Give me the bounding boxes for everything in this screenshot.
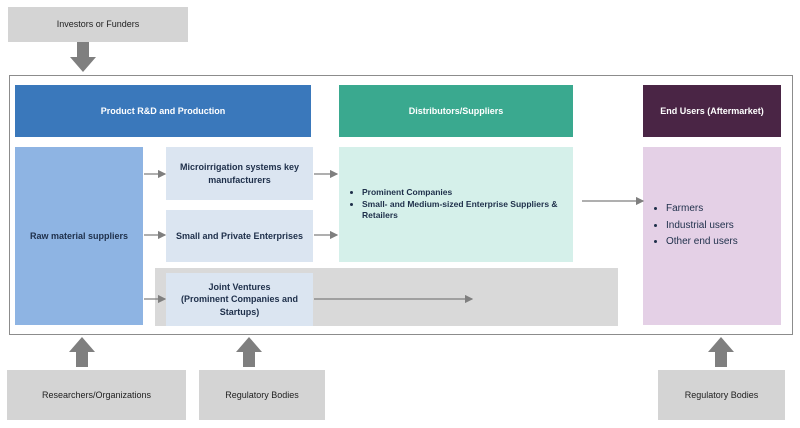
distributors-header: Distributors/Suppliers (339, 85, 573, 137)
investors-box: Investors or Funders (8, 7, 188, 42)
regulatory-bodies-right-box: Regulatory Bodies (658, 370, 785, 420)
regulatory-bodies-left-box: Regulatory Bodies (199, 370, 325, 420)
arrow-down-investors (70, 42, 96, 72)
arrow-up-researchers (69, 337, 95, 367)
researchers-box: Researchers/Organizations (7, 370, 186, 420)
researchers-label: Researchers/Organizations (41, 389, 152, 400)
jv-line-3: Startups) (219, 306, 260, 317)
small-private-enterprises-box: Small and Private Enterprises (166, 210, 313, 262)
distributors-list: Prominent Companies Small- and Medium-si… (350, 187, 572, 222)
microirrigation-line-2: manufacturers (208, 174, 271, 185)
list-item: Small- and Medium-sized Enterprise Suppl… (362, 199, 572, 221)
microirrigation-manufacturers-box: Microirrigation systems key manufacturer… (166, 147, 313, 200)
investors-label: Investors or Funders (56, 19, 140, 30)
raw-material-box: Raw material suppliers (15, 147, 143, 325)
distributors-header-label: Distributors/Suppliers (408, 105, 504, 116)
list-item: Other end users (666, 236, 786, 249)
microirrigation-line-1: Microirrigation systems key (179, 162, 300, 173)
distributors-body (339, 147, 573, 262)
jv-line-1: Joint Ventures (208, 282, 271, 293)
list-item: Industrial users (666, 220, 786, 233)
end-users-body (643, 147, 781, 325)
small-private-label: Small and Private Enterprises (175, 230, 304, 241)
end-users-list: Farmers Industrial users Other end users (654, 203, 786, 253)
product-header-label: Product R&D and Production (100, 105, 226, 116)
regulatory-right-label: Regulatory Bodies (684, 389, 759, 400)
list-item: Prominent Companies (362, 187, 572, 198)
product-header: Product R&D and Production (15, 85, 311, 137)
raw-material-label: Raw material suppliers (29, 230, 129, 241)
end-users-header-label: End Users (Aftermarket) (660, 105, 764, 116)
regulatory-left-label: Regulatory Bodies (225, 389, 299, 400)
list-item: Farmers (666, 203, 786, 216)
arrow-up-regulatory-right (708, 337, 734, 367)
end-users-header: End Users (Aftermarket) (643, 85, 781, 137)
jv-line-2: (Prominent Companies and (180, 294, 298, 305)
joint-ventures-box: Joint Ventures (Prominent Companies and … (166, 273, 313, 326)
arrow-up-regulatory-left (236, 337, 262, 367)
